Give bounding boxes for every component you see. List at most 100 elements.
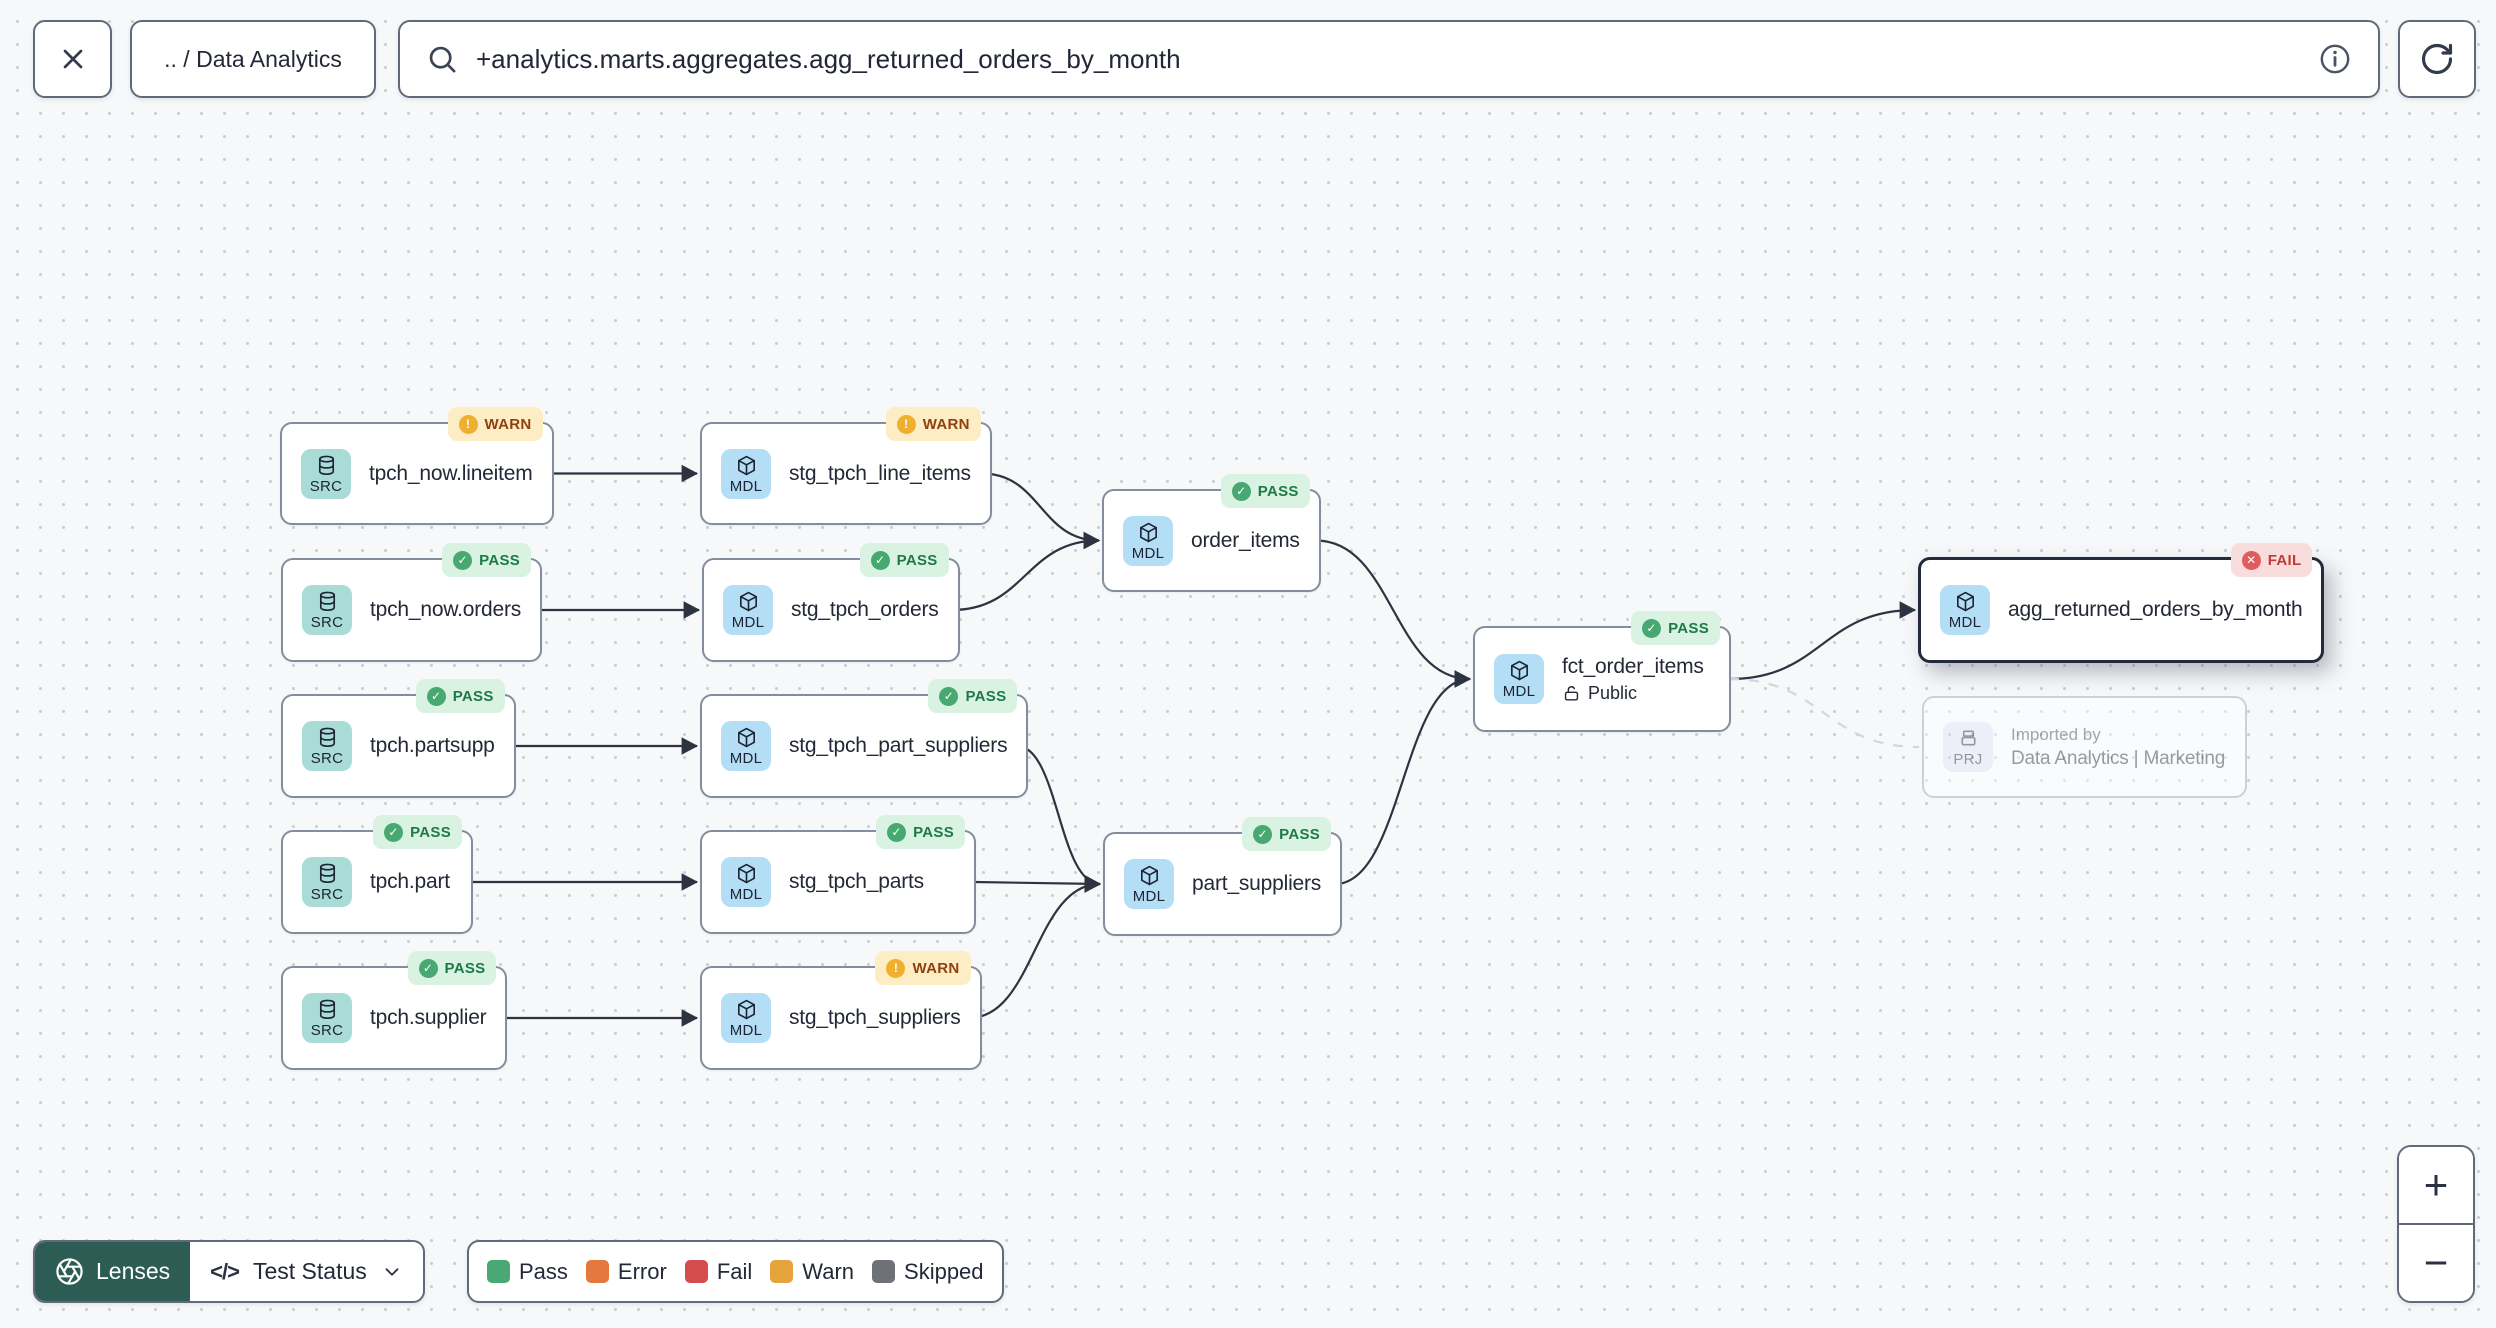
node-type-label: SRC	[310, 1022, 344, 1039]
node-label: tpch.part	[370, 870, 450, 893]
node-label: Data Analytics | Marketing	[2011, 747, 2226, 769]
pass-dot-icon: ✓	[426, 686, 446, 706]
fail-dot-icon: ✕	[2241, 550, 2261, 570]
code-icon: </>	[210, 1258, 240, 1284]
legend-swatch	[872, 1260, 896, 1283]
status-badge-fail: ✕FAIL	[2230, 543, 2313, 577]
status-badge-pass: ✓PASS	[373, 815, 462, 849]
pass-dot-icon: ✓	[453, 550, 473, 570]
search-bar[interactable]	[398, 20, 2380, 98]
legend-item-skipped: Skipped	[872, 1259, 984, 1285]
pass-dot-icon: ✓	[939, 686, 959, 706]
visibility-label: Public	[1562, 683, 1704, 704]
node-label: stg_tpch_orders	[791, 598, 939, 621]
divider	[2399, 1223, 2473, 1225]
edge-fct_order_items-imported_by	[1728, 677, 1920, 749]
node-type-label: MDL	[729, 886, 763, 903]
legend-label: Skipped	[904, 1258, 984, 1284]
node-type-label: MDL	[1132, 888, 1166, 905]
status-badge-warn: !WARN	[885, 407, 981, 441]
node-label: part_suppliers	[1192, 872, 1322, 895]
search-icon	[429, 46, 456, 73]
breadcrumb-button[interactable]: .. / Data Analytics	[130, 20, 376, 98]
node-type-label: SRC	[310, 886, 344, 903]
lens-control: Lenses </> Test Status	[33, 1240, 425, 1303]
pass-dot-icon: ✓	[1642, 618, 1662, 638]
cube-icon: MDL	[1940, 585, 1990, 635]
zoom-in-button[interactable]: +	[2399, 1147, 2473, 1223]
warn-dot-icon: !	[896, 414, 916, 434]
legend-swatch	[487, 1260, 510, 1283]
status-badge-pass: ✓PASS	[928, 679, 1018, 713]
node-label: tpch_now.orders	[370, 598, 522, 621]
aperture-icon	[56, 1258, 83, 1285]
database-icon: SRC	[302, 993, 352, 1043]
pass-dot-icon: ✓	[418, 958, 438, 978]
node-type-label: MDL	[1948, 614, 1982, 631]
warn-dot-icon: !	[458, 414, 478, 434]
node-type-label: MDL	[1502, 683, 1536, 700]
graph-node-stg_tpch_orders[interactable]: ✓PASS MDL stg_tpch_orders	[702, 543, 960, 662]
node-type-label: MDL	[729, 750, 763, 767]
breadcrumb: .. / Data Analytics	[164, 45, 342, 72]
node-type-label: SRC	[309, 477, 343, 495]
status-badge-pass: ✓PASS	[415, 679, 505, 713]
cube-icon: MDL	[1123, 515, 1173, 566]
legend-item-error: Error	[585, 1259, 667, 1285]
node-label: order_items	[1191, 528, 1300, 552]
legend-item-pass: Pass	[487, 1259, 568, 1285]
legend: Pass Error Fail Warn Skipped	[467, 1240, 1004, 1303]
node-type-label: PRJ	[1953, 751, 1983, 768]
close-button[interactable]	[33, 20, 112, 98]
lens-mode-select[interactable]: </> Test Status	[190, 1242, 423, 1301]
lenses-button[interactable]: Lenses	[35, 1242, 191, 1301]
legend-label: Fail	[716, 1258, 753, 1284]
refresh-button[interactable]	[2398, 20, 2476, 98]
lenses-label: Lenses	[96, 1258, 171, 1284]
close-icon	[63, 49, 82, 69]
zoom-out-button[interactable]: −	[2399, 1225, 2473, 1301]
refresh-icon	[2421, 43, 2453, 75]
warn-dot-icon: !	[886, 958, 906, 978]
edge-fct_order_items-agg_returned_orders_by_month	[1728, 601, 1917, 681]
search-input[interactable]	[476, 43, 2300, 75]
info-icon[interactable]	[2318, 42, 2352, 76]
pass-dot-icon: ✓	[1253, 824, 1273, 844]
node-type-label: MDL	[1131, 544, 1165, 562]
legend-swatch	[684, 1260, 708, 1283]
cube-icon: MDL	[1494, 654, 1544, 704]
pass-dot-icon: ✓	[384, 822, 404, 842]
node-type-label: MDL	[729, 477, 763, 495]
cube-icon: MDL	[721, 721, 771, 771]
legend-label: Pass	[519, 1258, 568, 1284]
status-badge-pass: ✓PASS	[1242, 817, 1332, 851]
status-badge-pass: ✓PASS	[859, 543, 949, 577]
database-icon: SRC	[301, 448, 351, 499]
chevron-down-icon	[385, 1267, 399, 1276]
legend-item-warn: Warn	[770, 1259, 854, 1285]
graph-node-tpch_part[interactable]: ✓PASS SRC tpch.part	[281, 815, 473, 934]
graph-node-part_suppliers[interactable]: ✓PASS MDL part_suppliers	[1103, 817, 1343, 936]
status-badge-pass: ✓PASS	[876, 815, 965, 849]
node-label: stg_tpch_line_items	[789, 461, 971, 485]
edge-stg_tpch_line_items-order_items	[981, 472, 1101, 550]
graph-node-imported_by[interactable]: PRJ Imported by Data Analytics | Marketing	[1922, 696, 2247, 798]
pass-dot-icon: ✓	[887, 822, 907, 842]
node-kicker: Imported by	[2011, 724, 2101, 744]
node-type-label: MDL	[731, 614, 765, 631]
graph-node-stg_tpch_line_items[interactable]: !WARN MDL stg_tpch_line_items	[700, 407, 992, 525]
node-type-label: MDL	[729, 1022, 763, 1039]
edge-part_suppliers-fct_order_items	[1334, 670, 1472, 886]
